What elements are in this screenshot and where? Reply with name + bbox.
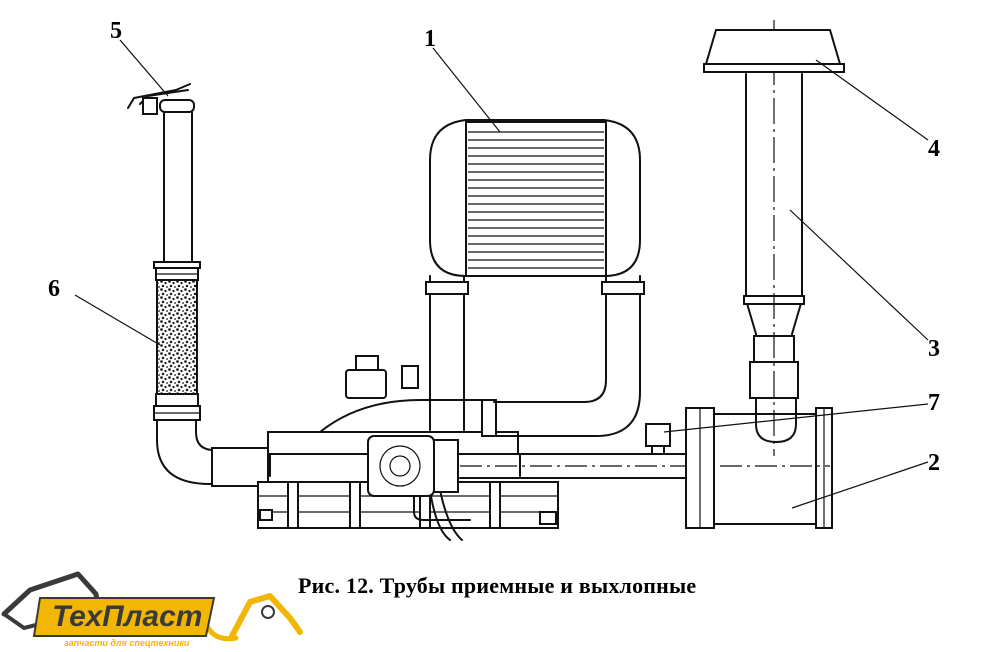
callout-5: 5: [110, 18, 122, 44]
exhaust-pipe: [459, 453, 691, 479]
rain-cap-part-4: [703, 29, 845, 73]
logo-tagline: запчасти для спецтехники: [64, 638, 190, 648]
logo-brand: ТехПласт: [52, 600, 202, 633]
intercooler-part-1: [425, 119, 645, 437]
sensor-part-7: [645, 423, 671, 455]
intake-elbow: [156, 419, 269, 487]
callout-2: 2: [928, 450, 940, 476]
callout-3: 3: [928, 336, 940, 362]
figure-caption: Рис. 12. Трубы приемные и выхлопные: [298, 573, 697, 598]
techplast-logo: ТехПласт запчасти для спецтехники: [1, 571, 303, 648]
intake-pipe: [153, 111, 201, 281]
callout-6: 6: [48, 276, 60, 302]
callout-7: 7: [928, 390, 940, 416]
leader-lines: [74, 39, 929, 509]
exhaust-stack-part-3: [743, 20, 805, 456]
muffler-part-2: [685, 407, 833, 529]
callout-1: 1: [424, 26, 436, 52]
intake-cap-part-5: [127, 83, 195, 115]
filter-part-6: [153, 279, 201, 421]
callout-4: 4: [928, 136, 940, 162]
turbocharger: [367, 435, 471, 521]
